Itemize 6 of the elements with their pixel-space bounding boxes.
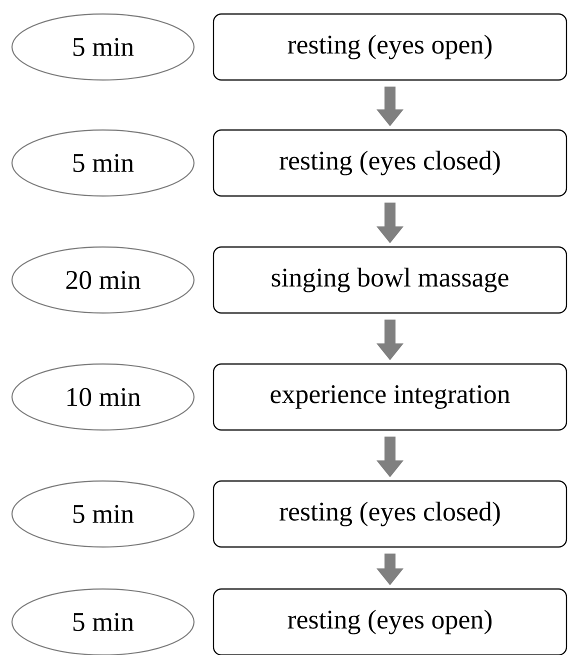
step-box: experience integration: [212, 363, 568, 431]
step-box: singing bowl massage: [212, 246, 568, 314]
step-box: resting (eyes open): [212, 13, 568, 81]
step-box: resting (eyes closed): [212, 129, 568, 197]
step-box: resting (eyes closed): [212, 480, 568, 548]
step-box: resting (eyes open): [212, 588, 568, 655]
